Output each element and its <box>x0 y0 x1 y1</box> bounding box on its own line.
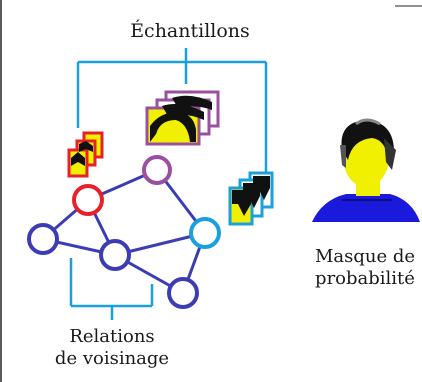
mask-hair <box>341 120 394 160</box>
neighborhood-label-line1: Relations <box>69 326 154 347</box>
graph-node-center <box>99 239 131 271</box>
mask-label-line1: Masque de <box>315 246 415 267</box>
samples-bracket <box>76 48 268 175</box>
graph-node-cyan <box>189 217 221 249</box>
graph-node-bottom <box>167 277 199 309</box>
neighborhood-label-line2: de voisinage <box>55 348 169 369</box>
graph-node-purple <box>142 155 172 185</box>
probability-mask-figure <box>312 118 420 222</box>
graph-node-left <box>27 223 59 255</box>
sample-stack-red <box>67 131 104 178</box>
graph-edges <box>42 168 207 295</box>
samples-label: Échantillons <box>130 19 250 42</box>
graph-node-red <box>72 184 104 216</box>
neighborhood-bracket <box>69 258 154 320</box>
sample-stack-purple <box>145 90 220 146</box>
mask-label-line2: probabilité <box>315 268 415 289</box>
mask-shoulders <box>312 194 420 222</box>
sample-stack-cyan <box>228 171 274 226</box>
